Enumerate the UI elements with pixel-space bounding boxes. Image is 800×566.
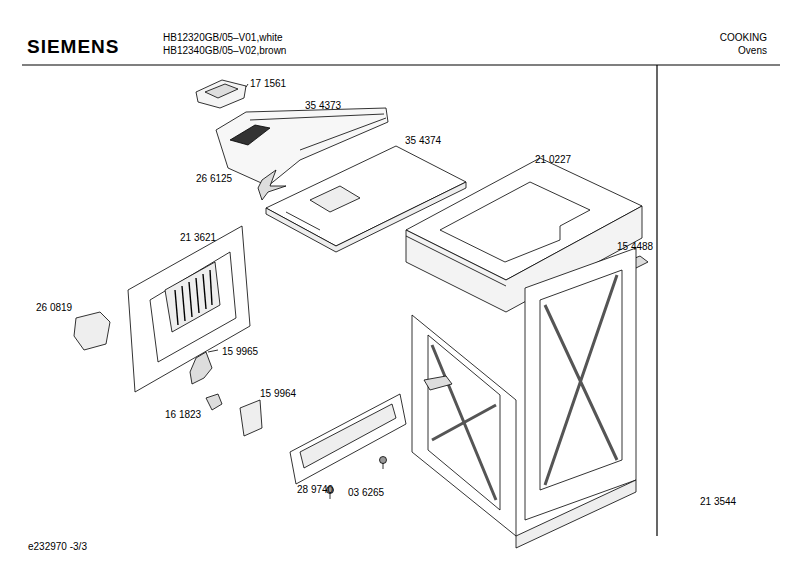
brand-logo: SIEMENS	[27, 36, 120, 57]
part-number: 28 9740	[297, 484, 333, 496]
header-text: HB12320GB/05–V01,white	[163, 32, 283, 44]
part-number: 15 9964	[260, 388, 296, 400]
part-number: 26 6125	[196, 173, 232, 185]
part-number: 03 6265	[348, 487, 384, 499]
part-number: 21 3621	[180, 232, 216, 244]
part-number: 15 4488	[617, 241, 653, 253]
header-text: HB12340GB/05–V02,brown	[163, 45, 286, 57]
page-reference: e232970 -3/3	[28, 541, 87, 553]
part-number: 21 0227	[535, 154, 571, 166]
part-number: 21 3544	[700, 496, 736, 508]
part-number: 17 1561	[250, 78, 286, 90]
part-number: 15 9965	[222, 346, 258, 358]
part-number: 35 4373	[305, 100, 341, 112]
part-number: 26 0819	[36, 302, 72, 314]
header-text: COOKING	[720, 32, 767, 44]
header-text: Ovens	[738, 45, 767, 57]
part-number: 16 1823	[165, 409, 201, 421]
part-number: 35 4374	[405, 135, 441, 147]
